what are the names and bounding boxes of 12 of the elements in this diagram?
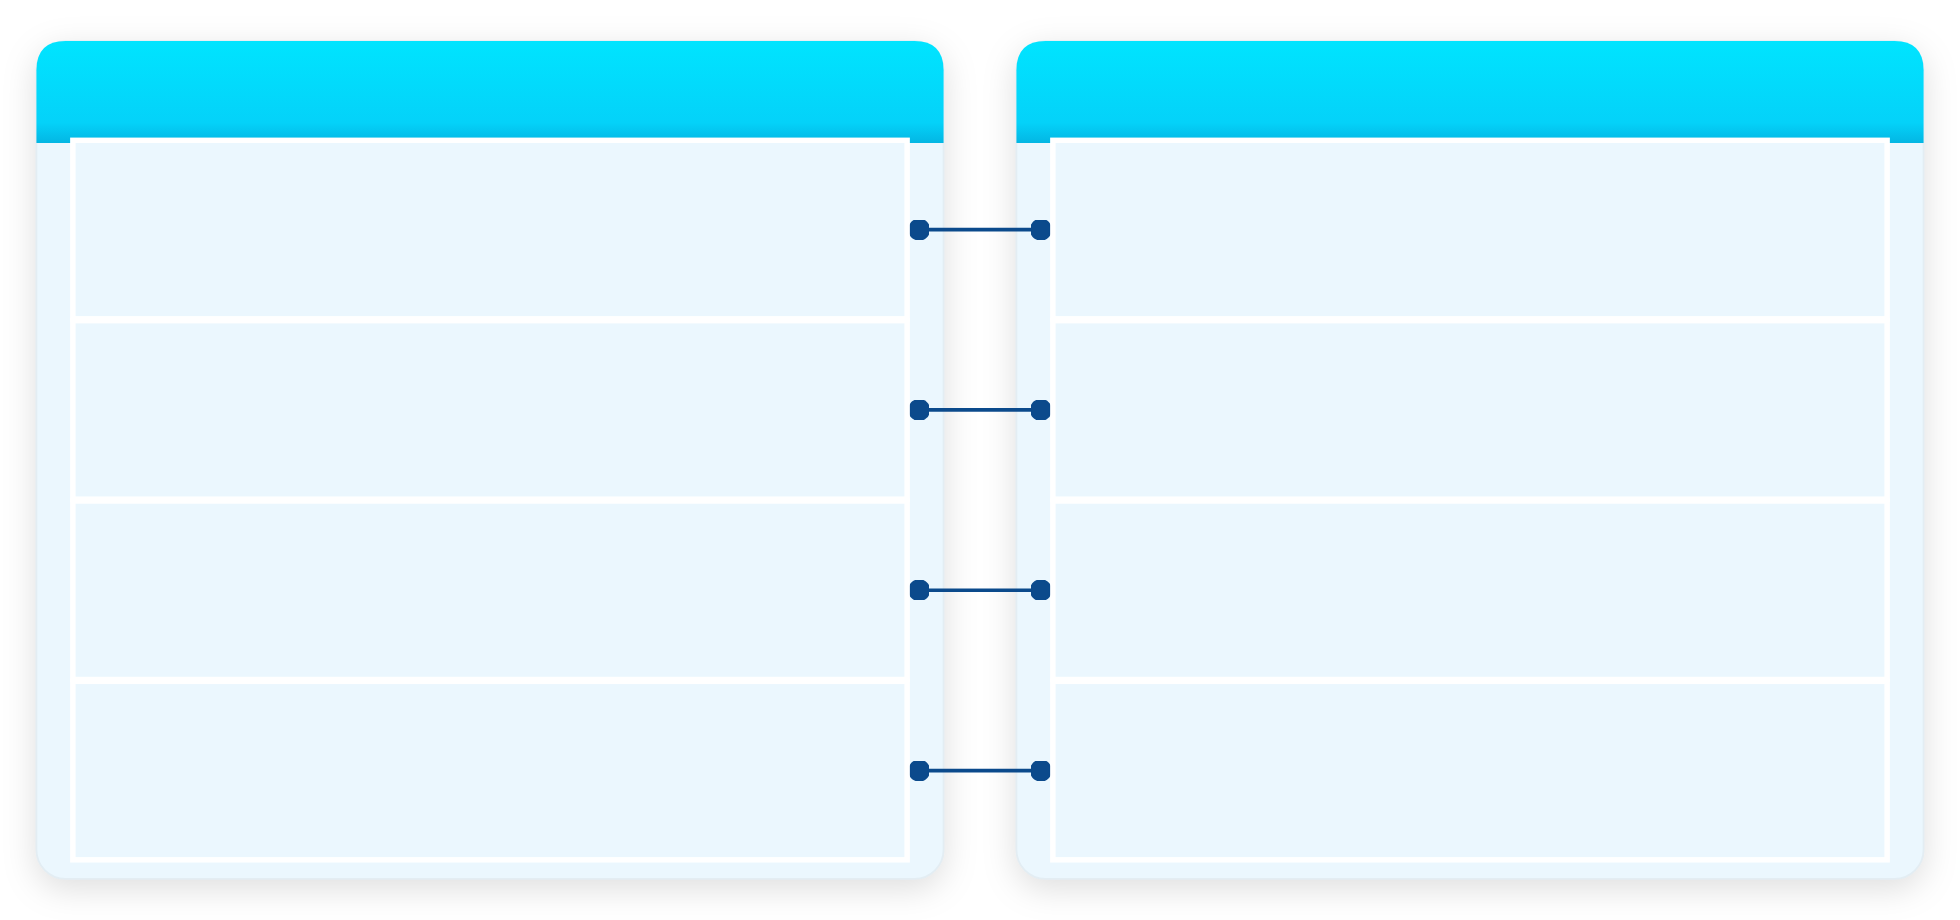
table-row (1050, 498, 1890, 683)
connector-line (907, 759, 1053, 782)
table-row (1050, 317, 1890, 502)
table-row (70, 498, 910, 683)
connector-line (907, 218, 1053, 241)
table-row (70, 137, 910, 322)
table-row (1050, 137, 1890, 322)
table-row (1050, 678, 1890, 863)
connector-line (907, 579, 1053, 602)
connector-line (907, 398, 1053, 421)
table-row (70, 317, 910, 502)
table-row (70, 678, 910, 863)
